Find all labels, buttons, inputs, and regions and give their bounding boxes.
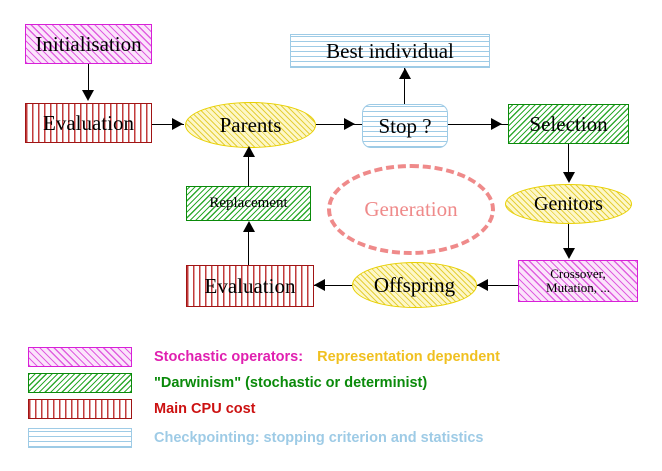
edge-replacement-to-parents <box>248 156 250 186</box>
edge-operators-to-offspring <box>477 285 518 287</box>
node-stop[interactable]: Stop ? <box>362 104 448 148</box>
node-selection[interactable]: Selection <box>508 104 629 144</box>
edge-genitors-to-operators <box>568 224 570 250</box>
arrow-init-to-eval <box>82 90 94 101</box>
legend-row-cpu: Main CPU cost <box>28 399 256 419</box>
node-genitors[interactable]: Genitors <box>505 184 632 224</box>
node-offspring-label: Offspring <box>373 272 456 297</box>
edge-selection-to-genitors <box>568 144 570 174</box>
node-parents[interactable]: Parents <box>185 102 316 148</box>
edge-offspring-to-eval <box>314 285 352 287</box>
legend-row-darwinism: "Darwinism" (stochastic or determinist) <box>28 373 427 393</box>
legend-swatch-cpu <box>28 399 132 419</box>
arrow-parents-to-stop <box>344 118 355 130</box>
edge-init-to-eval <box>88 64 90 92</box>
edge-eval-to-parents <box>152 124 184 126</box>
arrow-genitors-to-operators <box>563 248 575 259</box>
legend-label-darwinism: "Darwinism" (stochastic or determinist) <box>154 375 428 391</box>
node-parents-label: Parents <box>219 112 282 137</box>
arrow-stop-to-best <box>399 68 411 79</box>
arrow-offspring-to-eval <box>314 279 325 291</box>
legend-swatch-checkpointing <box>28 428 132 448</box>
node-genitors-label: Genitors <box>534 192 603 215</box>
node-evaluation-top-label: Evaluation <box>43 110 134 135</box>
legend-label-checkpointing: Checkpointing: stopping criterion and st… <box>154 430 484 446</box>
arrow-eval-to-replacement <box>243 221 255 232</box>
node-initialisation[interactable]: Initialisation <box>25 24 152 64</box>
legend-row-checkpointing: Checkpointing: stopping criterion and st… <box>28 428 484 448</box>
legend-swatch-darwinism <box>28 373 132 393</box>
edge-stop-to-best <box>404 68 406 104</box>
legend-label-representation: Representation dependent <box>317 349 500 365</box>
node-operators[interactable]: Crossover, Mutation, ... <box>518 260 638 302</box>
node-replacement-label: Replacement <box>209 194 288 211</box>
node-stop-label: Stop ? <box>378 113 432 138</box>
node-evaluation-bottom[interactable]: Evaluation <box>186 265 314 307</box>
node-evaluation-top[interactable]: Evaluation <box>25 103 152 143</box>
edge-stop-to-selection <box>448 124 508 126</box>
legend-swatch-stochastic <box>28 347 132 367</box>
node-evaluation-bottom-label: Evaluation <box>204 273 296 298</box>
arrow-replacement-to-parents <box>243 146 255 157</box>
node-best-individual-label: Best individual <box>326 38 454 63</box>
node-selection-label: Selection <box>529 111 608 136</box>
node-offspring[interactable]: Offspring <box>352 262 477 308</box>
arrow-stop-to-selection <box>491 118 502 130</box>
edge-eval-to-replacement <box>248 229 250 265</box>
arrow-operators-to-offspring <box>477 279 488 291</box>
node-initialisation-label: Initialisation <box>35 31 142 56</box>
edge-parents-to-stop <box>316 124 362 126</box>
arrow-selection-to-genitors <box>563 172 575 183</box>
legend-label-cpu: Main CPU cost <box>154 401 256 417</box>
legend-label-stochastic-wrap: Stochastic operators: Representation dep… <box>154 349 500 365</box>
legend-label-stochastic: Stochastic operators: <box>154 349 304 365</box>
node-replacement[interactable]: Replacement <box>186 186 311 221</box>
legend-row-stochastic: Stochastic operators: Representation dep… <box>28 347 500 367</box>
arrow-eval-to-parents <box>172 118 183 130</box>
node-generation-ring: Generation <box>327 164 495 255</box>
node-operators-label: Crossover, Mutation, ... <box>546 266 610 295</box>
node-best-individual[interactable]: Best individual <box>290 34 490 68</box>
node-generation-label: Generation <box>364 197 458 221</box>
